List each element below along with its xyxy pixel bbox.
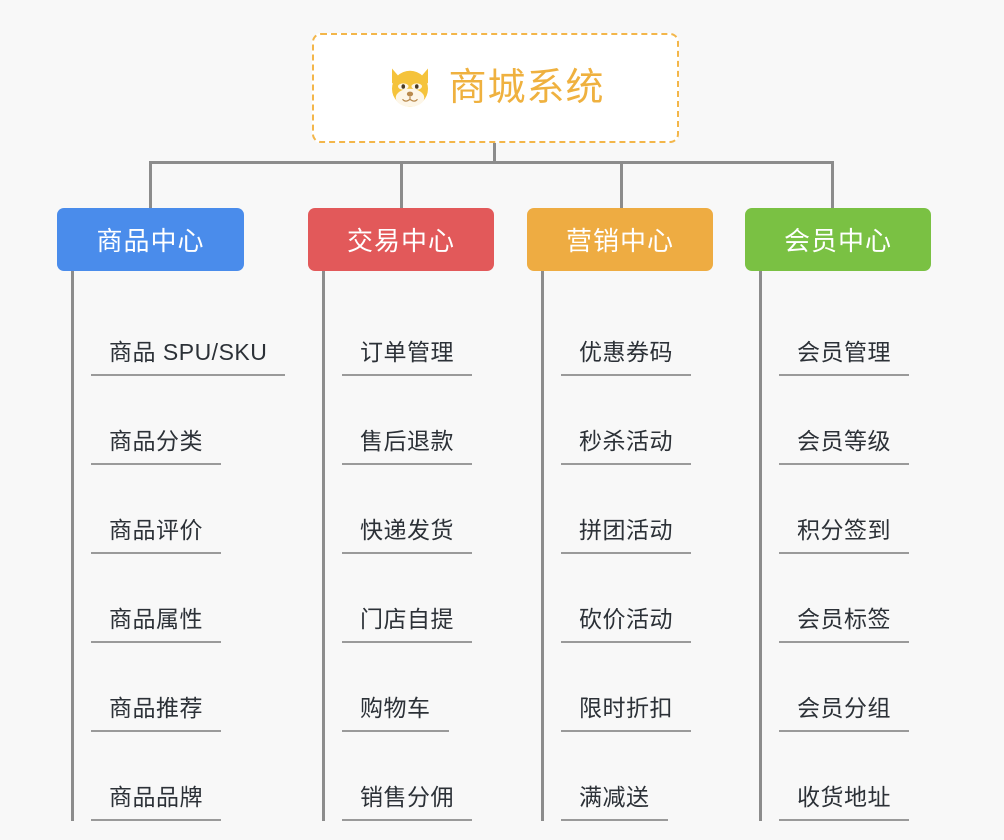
connector-drop-4 <box>831 161 834 209</box>
leaf-label: 销售分佣 <box>342 784 472 821</box>
leaf-label: 积分签到 <box>779 517 909 554</box>
list-item[interactable]: 购物车 <box>342 643 523 732</box>
leaf-label: 收货地址 <box>779 784 909 821</box>
leaf-label: 订单管理 <box>342 339 472 376</box>
leaf-label: 满减送 <box>561 784 668 821</box>
list-item[interactable]: 订单管理 <box>342 287 523 376</box>
category-header-product[interactable]: 商品中心 <box>57 208 244 271</box>
leaf-list-member: 会员管理 会员等级 积分签到 会员标签 会员分组 收货地址 <box>759 271 960 821</box>
list-item[interactable]: 会员等级 <box>779 376 960 465</box>
list-item[interactable]: 秒杀活动 <box>561 376 742 465</box>
list-item[interactable]: 商品品牌 <box>91 732 287 821</box>
list-item[interactable]: 门店自提 <box>342 554 523 643</box>
leaf-label: 会员分组 <box>779 695 909 732</box>
leaf-label: 门店自提 <box>342 606 472 643</box>
root-node[interactable]: 商城系统 <box>312 33 679 143</box>
leaf-list-trade: 订单管理 售后退款 快递发货 门店自提 购物车 销售分佣 <box>322 271 523 821</box>
category-column-marketing: 营销中心 优惠券码 秒杀活动 拼团活动 砍价活动 限时折扣 满减送 <box>527 208 742 821</box>
leaf-list-marketing: 优惠券码 秒杀活动 拼团活动 砍价活动 限时折扣 满减送 <box>541 271 742 821</box>
category-header-label: 会员中心 <box>783 226 892 256</box>
list-item[interactable]: 售后退款 <box>342 376 523 465</box>
leaf-label: 拼团活动 <box>561 517 691 554</box>
list-item[interactable]: 砍价活动 <box>561 554 742 643</box>
leaf-label: 售后退款 <box>342 428 472 465</box>
leaf-label: 商品评价 <box>91 517 221 554</box>
list-item[interactable]: 会员分组 <box>779 643 960 732</box>
leaf-label: 砍价活动 <box>561 606 691 643</box>
leaf-label: 会员等级 <box>779 428 909 465</box>
leaf-label: 秒杀活动 <box>561 428 691 465</box>
category-header-marketing[interactable]: 营销中心 <box>527 208 713 271</box>
category-header-member[interactable]: 会员中心 <box>745 208 931 271</box>
list-item[interactable]: 商品评价 <box>91 465 287 554</box>
leaf-label: 限时折扣 <box>561 695 691 732</box>
connector-drop-3 <box>620 161 623 209</box>
category-header-label: 商品中心 <box>96 226 205 256</box>
leaf-label: 商品属性 <box>91 606 221 643</box>
connector-drop-2 <box>400 161 403 209</box>
dog-face-icon <box>392 68 429 107</box>
category-column-member: 会员中心 会员管理 会员等级 积分签到 会员标签 会员分组 收货地址 <box>745 208 960 821</box>
list-item[interactable]: 优惠券码 <box>561 287 742 376</box>
list-item[interactable]: 会员管理 <box>779 287 960 376</box>
leaf-label: 会员标签 <box>779 606 909 643</box>
category-column-product: 商品中心 商品 SPU/SKU 商品分类 商品评价 商品属性 商品推荐 商品品牌 <box>57 208 287 821</box>
category-header-trade[interactable]: 交易中心 <box>308 208 494 271</box>
leaf-label: 购物车 <box>342 695 449 732</box>
leaf-label: 商品分类 <box>91 428 221 465</box>
list-item[interactable]: 拼团活动 <box>561 465 742 554</box>
list-item[interactable]: 快递发货 <box>342 465 523 554</box>
list-item[interactable]: 收货地址 <box>779 732 960 821</box>
connector-drop-1 <box>149 161 152 209</box>
list-item[interactable]: 积分签到 <box>779 465 960 554</box>
connector-horizontal-bus <box>149 161 834 164</box>
leaf-label: 优惠券码 <box>561 339 691 376</box>
list-item[interactable]: 商品分类 <box>91 376 287 465</box>
leaf-label: 会员管理 <box>779 339 909 376</box>
category-header-label: 交易中心 <box>346 226 455 256</box>
list-item[interactable]: 会员标签 <box>779 554 960 643</box>
root-title: 商城系统 <box>448 67 605 109</box>
leaf-label: 商品 SPU/SKU <box>91 339 286 376</box>
category-column-trade: 交易中心 订单管理 售后退款 快递发货 门店自提 购物车 销售分佣 <box>308 208 523 821</box>
list-item[interactable]: 商品属性 <box>91 554 287 643</box>
leaf-label: 快递发货 <box>342 517 472 554</box>
list-item[interactable]: 满减送 <box>561 732 742 821</box>
list-item[interactable]: 商品推荐 <box>91 643 287 732</box>
leaf-label: 商品品牌 <box>91 784 221 821</box>
list-item[interactable]: 商品 SPU/SKU <box>91 287 287 376</box>
list-item[interactable]: 限时折扣 <box>561 643 742 732</box>
leaf-label: 商品推荐 <box>91 695 221 732</box>
list-item[interactable]: 销售分佣 <box>342 732 523 821</box>
connector-root-stem <box>493 143 496 164</box>
leaf-list-product: 商品 SPU/SKU 商品分类 商品评价 商品属性 商品推荐 商品品牌 <box>71 271 287 821</box>
category-header-label: 营销中心 <box>565 226 674 256</box>
